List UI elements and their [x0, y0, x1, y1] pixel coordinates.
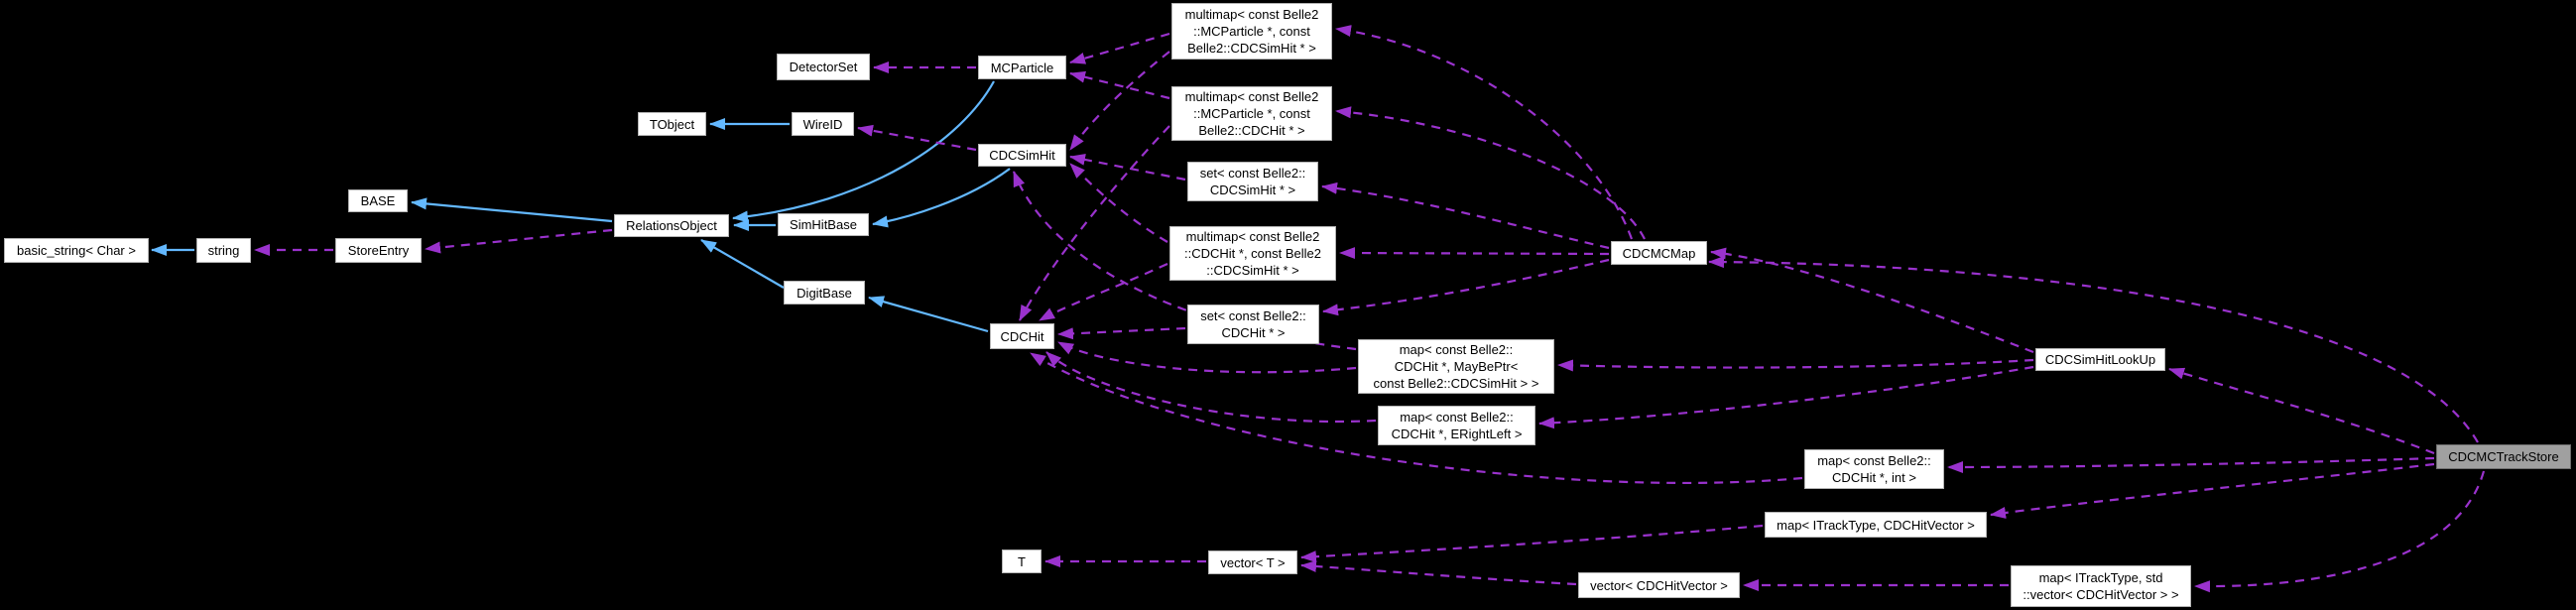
edge-use-relationsobject-storeentry	[425, 228, 613, 254]
edge-use-multimap1-mcparticle	[1069, 32, 1170, 64]
node-map-itracktype-cdchitvector[interactable]: map< ITrackType, CDCHitVector >	[1765, 512, 1987, 538]
node-basic-string[interactable]: basic_string< Char >	[4, 238, 149, 263]
edge-use-cdcmctrackstore-cdcmcmap	[1708, 256, 2479, 443]
node-map-cdchit-erightleft[interactable]: map< const Belle2:: CDCHit *, ERightLeft…	[1378, 406, 1535, 445]
edge-use-vectorcdchitvector-vectort	[1300, 559, 1577, 586]
node-wireid[interactable]: WireID	[792, 112, 854, 136]
node-map-cdchit-int[interactable]: map< const Belle2:: CDCHit *, int >	[1804, 449, 1944, 489]
node-set-cdchit[interactable]: set< const Belle2:: CDCHit * >	[1187, 305, 1319, 344]
node-mc-particle[interactable]: MCParticle	[978, 56, 1066, 79]
edge-use-multimap2-cdchit	[1019, 125, 1170, 321]
node-t[interactable]: T	[1002, 549, 1042, 573]
edge-use-multimap2-mcparticle	[1069, 70, 1170, 100]
node-cdcmctrackstore[interactable]: CDCMCTrackStore	[2436, 444, 2571, 469]
node-digit-base[interactable]: DigitBase	[784, 281, 865, 305]
node-multimap-cdchit-cdcsimhit[interactable]: multimap< const Belle2 ::CDCHit *, const…	[1169, 226, 1336, 281]
node-set-cdcsimhit[interactable]: set< const Belle2:: CDCSimHit * >	[1187, 162, 1318, 201]
node-cdcmcmap[interactable]: CDCMCMap	[1611, 241, 1707, 265]
edge-use-multimap1-cdcsimhit	[1069, 51, 1170, 151]
edge-use-mapmaybeptr-cdchit	[1057, 341, 1357, 374]
edge-inh-digitbase-relationsobject	[700, 239, 785, 289]
edge-inh-cdchit-digitbase	[868, 296, 989, 333]
node-map-cdchit-maybeptr[interactable]: map< const Belle2:: CDCHit *, MayBePtr< …	[1358, 339, 1554, 394]
edge-use-setcdchit-cdchit	[1057, 326, 1186, 340]
edge-use-multimapcc-cdcsimhit	[1069, 163, 1168, 243]
node-cdc-hit[interactable]: CDCHit	[990, 323, 1054, 349]
edge-use-cdcsimhitlookup-cdcmcmap	[1710, 247, 2034, 354]
edge-use-mapint-cdchit	[1030, 352, 1803, 485]
edge-use-cdcsimhitlookup-maperightleft	[1538, 365, 2034, 429]
edge-use-cdcmctrackstore-mapitrackstdvector	[2194, 470, 2486, 593]
edge-inh-mcparticle-relationsobject	[732, 80, 995, 223]
node-cdcsimhitlookup[interactable]: CDCSimHitLookUp	[2035, 348, 2165, 371]
node-cdc-sim-hit[interactable]: CDCSimHit	[978, 144, 1066, 167]
edge-use-cdcmctrackstore-mapitrackcdchitvector	[1990, 462, 2435, 519]
edge-use-cdcmcmap-multimapcc	[1339, 247, 1610, 260]
edge-use-cdcmctrackstore-cdcsimhitlookup	[2168, 367, 2435, 455]
node-multimap-mcparticle-cdchit[interactable]: multimap< const Belle2 ::MCParticle *, c…	[1171, 86, 1332, 141]
edge-inh-cdcsimhit-simhitbase	[872, 168, 1011, 228]
node-multimap-mcparticle-cdcsimhit[interactable]: multimap< const Belle2 ::MCParticle *, c…	[1171, 3, 1332, 60]
edge-use-cdcmcmap-multimap2	[1335, 106, 1646, 240]
edge-use-cdcmcmap-multimap1	[1335, 25, 1634, 240]
edge-use-cdcsimhit-wireid	[857, 124, 977, 152]
node-store-entry[interactable]: StoreEntry	[335, 238, 422, 263]
node-base[interactable]: BASE	[348, 189, 408, 212]
edge-use-cdcmcmap-setcdcsimhit	[1321, 182, 1610, 250]
node-sim-hit-base[interactable]: SimHitBase	[778, 213, 869, 236]
edge-use-cdcmcmap-setcdchit	[1322, 258, 1610, 316]
node-relations-object[interactable]: RelationsObject	[614, 214, 729, 237]
node-tobject[interactable]: TObject	[638, 112, 706, 136]
node-map-itracktype-stdvector[interactable]: map< ITrackType, std ::vector< CDCHitVec…	[2011, 565, 2191, 607]
edge-use-cdcmctrackstore-mapint	[1947, 456, 2435, 473]
edge-use-multimapcc-cdchit	[1039, 262, 1168, 321]
edge-use-setcdcsimhit-cdcsimhit	[1069, 154, 1186, 182]
node-vector-cdchitvector[interactable]: vector< CDCHitVector >	[1578, 572, 1740, 598]
node-detector-set[interactable]: DetectorSet	[777, 54, 870, 80]
node-string[interactable]: string	[196, 238, 251, 263]
edge-inh-relationsobject-base	[411, 197, 613, 223]
node-vector-t[interactable]: vector< T >	[1208, 550, 1297, 574]
edge-use-cdcsimhitlookup-mapmaybeptr	[1557, 358, 2034, 372]
edge-use-mapitrackcdchitvector-vectort	[1300, 524, 1764, 563]
